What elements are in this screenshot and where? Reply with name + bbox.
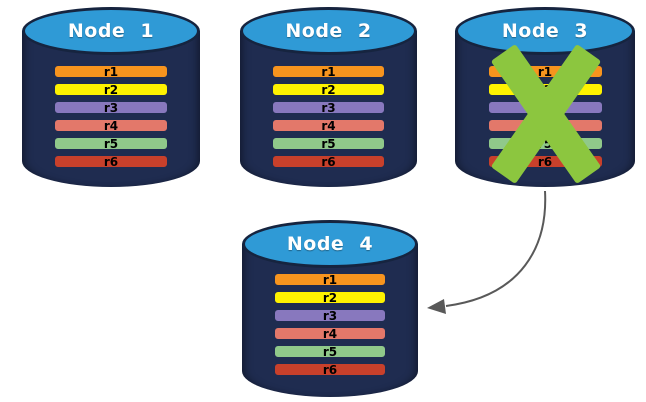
node-2-rows: r1 r2 r3 r4 r5 r6 bbox=[270, 64, 387, 169]
replica-row: r2 bbox=[53, 82, 169, 97]
replica-row: r1 bbox=[486, 64, 604, 79]
replica-row: r2 bbox=[486, 82, 604, 97]
replica-row: r3 bbox=[270, 100, 387, 115]
replica-row: r5 bbox=[53, 136, 169, 151]
node-4-cylinder-top: Node 4 bbox=[242, 220, 418, 268]
replica-row: r4 bbox=[486, 118, 604, 133]
replica-row: r3 bbox=[486, 100, 604, 115]
replica-row: r5 bbox=[270, 136, 387, 151]
replica-row: r5 bbox=[272, 344, 388, 359]
node-3-label: Node 3 bbox=[501, 20, 589, 42]
replica-row: r1 bbox=[272, 272, 388, 287]
node-3-cylinder-top: Node 3 bbox=[455, 7, 635, 55]
node-3: Node 3 r1 r2 r3 r4 r5 r6 bbox=[455, 7, 635, 187]
node-1-rows: r1 r2 r3 r4 r5 r6 bbox=[53, 64, 169, 169]
replica-row: r1 bbox=[270, 64, 387, 79]
replica-row: r4 bbox=[270, 118, 387, 133]
node-1: Node 1 r1 r2 r3 r4 r5 r6 bbox=[22, 7, 200, 187]
node-2-label: Node 2 bbox=[285, 20, 372, 42]
replica-row: r6 bbox=[53, 154, 169, 169]
replica-row: r6 bbox=[486, 154, 604, 169]
node-1-cylinder-top: Node 1 bbox=[22, 7, 200, 55]
replica-row: r4 bbox=[53, 118, 169, 133]
node-2-cylinder-top: Node 2 bbox=[240, 7, 417, 55]
replica-row: r2 bbox=[270, 82, 387, 97]
node-4-label: Node 4 bbox=[286, 233, 374, 255]
node-3-rows: r1 r2 r3 r4 r5 r6 bbox=[486, 64, 604, 169]
node-4: Node 4 r1 r2 r3 r4 r5 r6 bbox=[242, 220, 418, 397]
replica-row: r6 bbox=[272, 362, 388, 377]
node-1-label: Node 1 bbox=[67, 20, 155, 42]
replica-row: r3 bbox=[53, 100, 169, 115]
node-2: Node 2 r1 r2 r3 r4 r5 r6 bbox=[240, 7, 417, 187]
replica-row: r3 bbox=[272, 308, 388, 323]
failover-arrow-line bbox=[445, 190, 547, 307]
node-4-rows: r1 r2 r3 r4 r5 r6 bbox=[272, 272, 388, 377]
failover-arrowhead-icon bbox=[427, 299, 446, 314]
replica-row: r5 bbox=[486, 136, 604, 151]
replica-row: r6 bbox=[270, 154, 387, 169]
replica-row: r2 bbox=[272, 290, 388, 305]
replica-row: r1 bbox=[53, 64, 169, 79]
replica-row: r4 bbox=[272, 326, 388, 341]
